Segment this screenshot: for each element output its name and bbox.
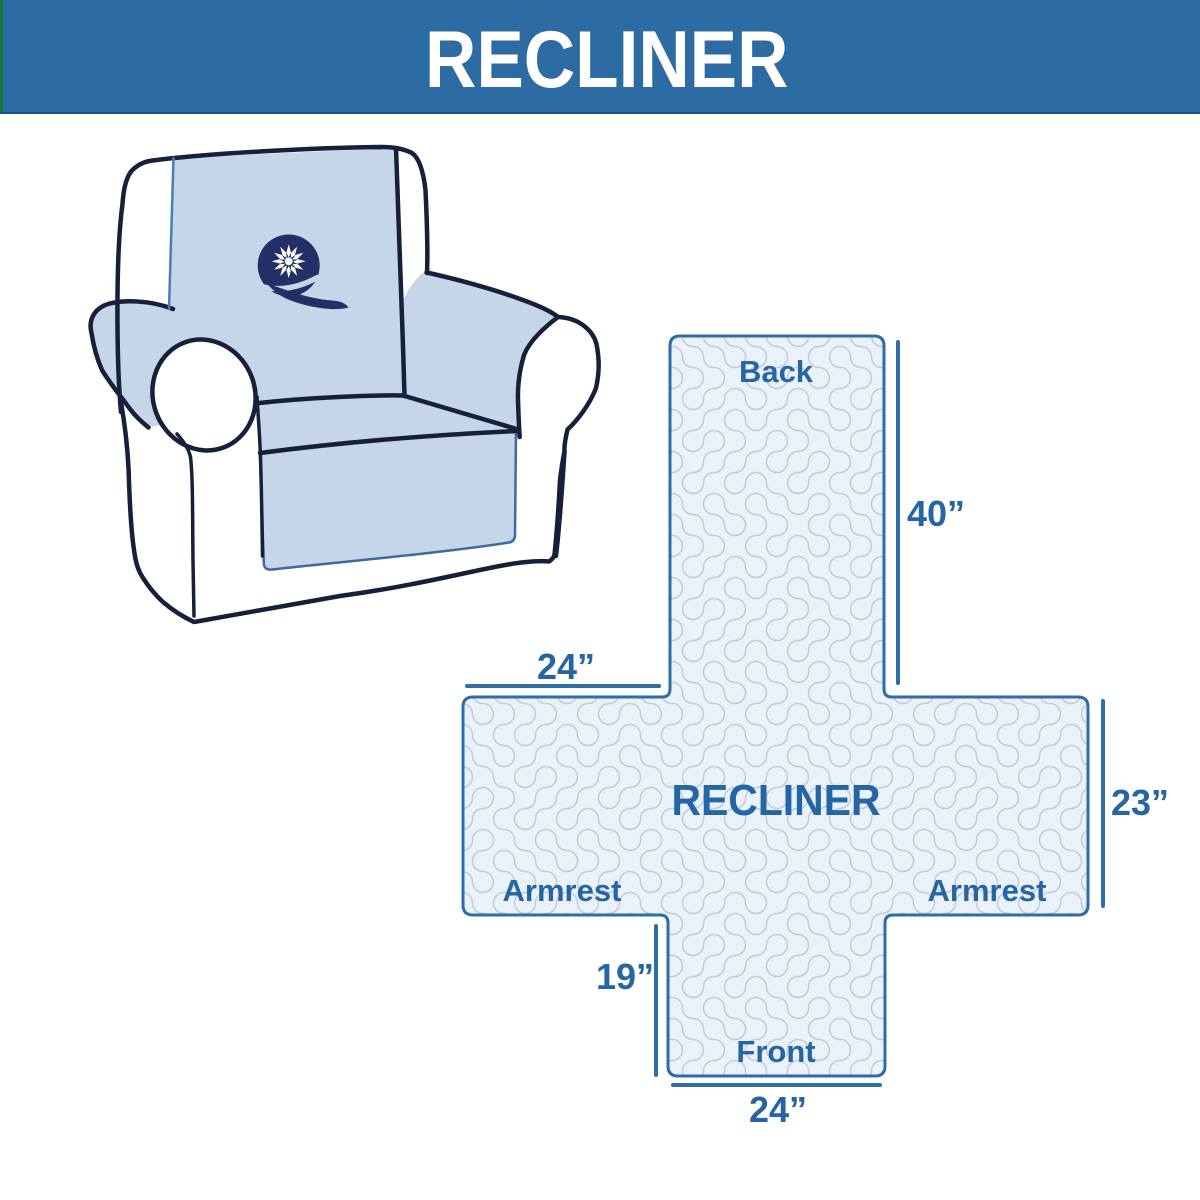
- svg-text:Armrest: Armrest: [503, 873, 622, 908]
- svg-text:19”: 19”: [596, 956, 654, 997]
- svg-text:Armrest: Armrest: [928, 873, 1047, 908]
- svg-text:23”: 23”: [1111, 782, 1169, 823]
- svg-text:Back: Back: [739, 354, 814, 389]
- svg-text:40”: 40”: [907, 493, 965, 534]
- svg-text:24”: 24”: [749, 1089, 807, 1130]
- svg-text:24”: 24”: [537, 646, 595, 687]
- svg-text:Front: Front: [736, 1034, 815, 1069]
- svg-text:RECLINER: RECLINER: [672, 776, 881, 825]
